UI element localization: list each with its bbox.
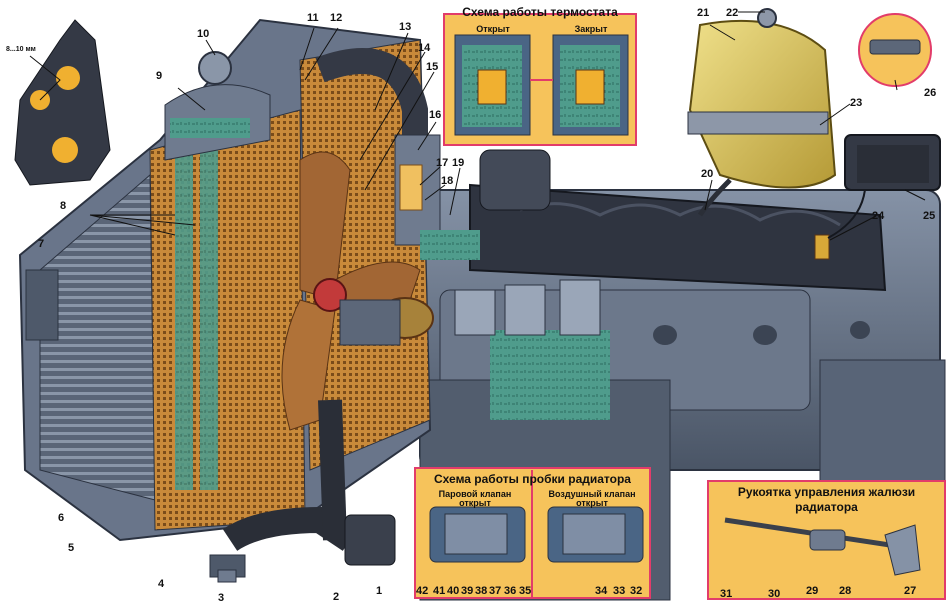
louver-panel-graphics (707, 480, 946, 600)
callout-24: 24 (872, 210, 885, 222)
callout-35: 35 (519, 585, 532, 597)
louver-panel-title-line1: Рукоятка управления жалюзи (737, 485, 916, 499)
callout-31: 31 (720, 588, 733, 600)
callout-12: 12 (330, 12, 343, 24)
callout-41: 41 (433, 585, 446, 597)
callout-10: 10 (197, 28, 210, 40)
callout-20: 20 (701, 168, 714, 180)
callout-15: 15 (426, 61, 439, 73)
lower-hose (222, 399, 396, 566)
water-pump (339, 297, 434, 346)
callout-13: 13 (399, 21, 412, 33)
callout-5: 5 (68, 542, 75, 554)
valve-cover (469, 149, 887, 292)
callout-3: 3 (218, 592, 225, 604)
temperature-gauge (844, 134, 941, 191)
callout-39: 39 (461, 585, 474, 597)
cap-panel-graphics (414, 467, 651, 599)
callout-16: 16 (429, 109, 442, 121)
steam-valve-label-line2: открыт (459, 498, 491, 508)
callout-37: 37 (489, 585, 502, 597)
air-valve-label-line2: открыт (576, 498, 608, 508)
callout-32: 32 (630, 585, 643, 597)
callout-30: 30 (768, 588, 781, 600)
callout-4: 4 (158, 578, 165, 590)
cap-detail-inset (858, 13, 932, 87)
thermostat-panel-graphics (443, 13, 637, 146)
louver-panel-title-line2: радиатора (795, 500, 858, 514)
callout-14: 14 (418, 42, 431, 54)
callout-17: 17 (436, 157, 449, 169)
thermostat-open-label: Открыт (476, 24, 510, 34)
callout-22: 22 (726, 7, 739, 19)
callout-6: 6 (58, 512, 65, 524)
belt-tension-scale: 8...10 мм (6, 46, 36, 53)
callout-21: 21 (697, 7, 710, 19)
callout-9: 9 (156, 70, 163, 82)
thermostat-panel-title: Схема работы термостата (462, 5, 618, 19)
callout-33: 33 (613, 585, 626, 597)
callout-11: 11 (307, 12, 319, 24)
expansion-tank (687, 8, 837, 217)
callout-23: 23 (850, 97, 863, 109)
air-valve-label-line1: Воздушный клапан (548, 489, 636, 499)
leader-lines (29, 11, 926, 241)
callout-27: 27 (904, 585, 917, 597)
callout-38: 38 (475, 585, 488, 597)
callout-2: 2 (333, 591, 340, 603)
callout-28: 28 (839, 585, 852, 597)
callout-34: 34 (595, 585, 608, 597)
thermostat-closed-label: Закрыт (574, 24, 608, 34)
callout-7: 7 (38, 238, 45, 250)
callout-29: 29 (806, 585, 819, 597)
fan (281, 151, 421, 431)
callout-36: 36 (504, 585, 517, 597)
callout-26: 26 (924, 87, 937, 99)
callout-42: 42 (416, 585, 429, 597)
callout-1: 1 (376, 585, 383, 597)
drain-tap (209, 554, 246, 583)
pistons (454, 279, 601, 336)
steam-valve-label-line1: Паровой клапан (438, 489, 512, 499)
callout-19: 19 (452, 157, 465, 169)
callout-8: 8 (60, 200, 67, 212)
belt-tension-inset (14, 19, 111, 186)
callout-18: 18 (441, 175, 454, 187)
callout-25: 25 (923, 210, 936, 222)
cap-panel-title: Схема работы пробки радиатора (434, 472, 631, 486)
upper-hose (315, 48, 480, 260)
callout-40: 40 (447, 585, 460, 597)
